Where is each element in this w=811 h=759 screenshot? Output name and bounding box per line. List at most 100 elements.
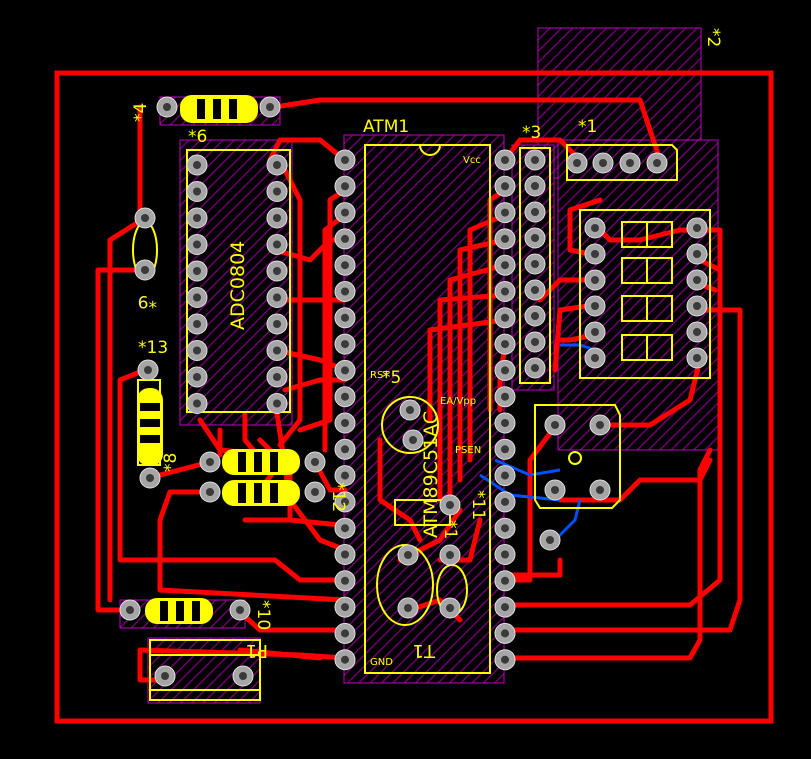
pad-hole (501, 629, 509, 638)
pad-hole (341, 287, 349, 296)
label-vcc: Vcc (463, 155, 481, 166)
pad-hole (501, 234, 509, 243)
pad-hole (236, 606, 244, 614)
pad-hole (596, 486, 604, 494)
pad-hole (404, 604, 412, 612)
pad-hole (193, 373, 201, 381)
pad-hole (591, 354, 599, 362)
pad-hole (599, 159, 607, 167)
pad-hole (273, 346, 281, 355)
pad-hole (193, 187, 201, 196)
pad-hole (591, 276, 599, 284)
label-gnd: GND (370, 657, 393, 668)
label-c12: *12 (328, 482, 348, 512)
label-c4: *4 (131, 103, 151, 122)
pad-hole (341, 340, 349, 349)
pad-hole (341, 524, 349, 533)
pad-hole (551, 421, 559, 429)
pad-hole (531, 286, 539, 294)
pad-hole (501, 550, 509, 559)
pad-hole (531, 182, 539, 190)
resistor-r8a (222, 449, 300, 475)
pad-hole (141, 266, 149, 274)
label-c5: *5 (382, 368, 401, 388)
resistor-r10 (145, 598, 213, 624)
pad-hole (501, 524, 509, 533)
label-adc0804: ADC0804 (227, 241, 249, 330)
label-c11: *11 (468, 490, 488, 520)
pad-hole (409, 436, 417, 444)
pad-hole (341, 392, 349, 401)
pad-hole (501, 603, 509, 612)
pad-hole (531, 312, 539, 320)
label-c10: *10 (253, 600, 273, 630)
pad-hole (341, 419, 349, 427)
pad-hole (273, 214, 281, 222)
pad-hole (501, 182, 509, 191)
pad-hole (404, 551, 412, 559)
pad-hole (501, 313, 509, 322)
pad-hole (161, 672, 169, 680)
pad-hole (141, 214, 149, 222)
pad-hole (341, 313, 349, 322)
pad-hole (501, 366, 509, 375)
pad-hole (551, 486, 559, 494)
pad-hole (193, 346, 201, 355)
pad-hole (341, 550, 349, 559)
pad-hole (341, 156, 349, 164)
label-ea-vpp: EA/Vpp (440, 396, 476, 407)
pad-hole (501, 156, 509, 164)
pad-hole (193, 240, 201, 249)
label-c1: *1 (578, 117, 597, 137)
pad-hole (501, 208, 509, 217)
pad-hole (573, 159, 581, 167)
pads[interactable] (119, 96, 708, 687)
pad-hole (406, 406, 414, 414)
label-p1: P1 (246, 640, 268, 661)
pad-hole (591, 224, 599, 232)
label-c14: *1 (440, 520, 460, 539)
label-atm89c51ac: ATM89C51AC (420, 411, 442, 538)
pad-hole (341, 497, 349, 506)
pad-hole (273, 240, 281, 249)
pad-hole (591, 250, 599, 258)
pad-hole (206, 488, 214, 496)
pad-hole (531, 208, 539, 216)
label-c2: *2 (703, 28, 723, 47)
pad-hole (341, 366, 349, 375)
pad-hole (273, 293, 281, 302)
pad-hole (341, 576, 349, 585)
pad-hole (693, 250, 701, 258)
label-c3: *3 (522, 123, 541, 143)
pad-hole (341, 471, 349, 480)
resistors (137, 95, 300, 624)
pad-hole (501, 655, 509, 664)
pad-hole (206, 458, 214, 466)
pad-hole (531, 234, 539, 242)
pad-hole (501, 471, 509, 480)
pad-hole (341, 629, 349, 638)
pad-hole (193, 320, 201, 328)
pad-hole (501, 576, 509, 585)
pad-hole (446, 551, 454, 559)
label-atm1: ATM1 (363, 117, 409, 137)
pad-hole (531, 338, 539, 346)
pad-hole (653, 159, 661, 167)
pad-hole (501, 419, 509, 427)
pad-hole (501, 340, 509, 349)
pad-hole (531, 260, 539, 268)
pad-hole (693, 354, 701, 362)
seven-segment-display (621, 221, 673, 361)
pad-hole (446, 604, 454, 612)
pad-hole (693, 276, 701, 284)
pad-hole (341, 208, 349, 217)
pad-hole (273, 320, 281, 328)
pad-hole (193, 214, 201, 222)
pad-hole (341, 261, 349, 270)
pad-hole (273, 187, 281, 196)
pad-hole (341, 182, 349, 191)
pad-hole (273, 161, 281, 169)
board-outline (54, 70, 774, 724)
resistor-r8b (222, 480, 300, 506)
